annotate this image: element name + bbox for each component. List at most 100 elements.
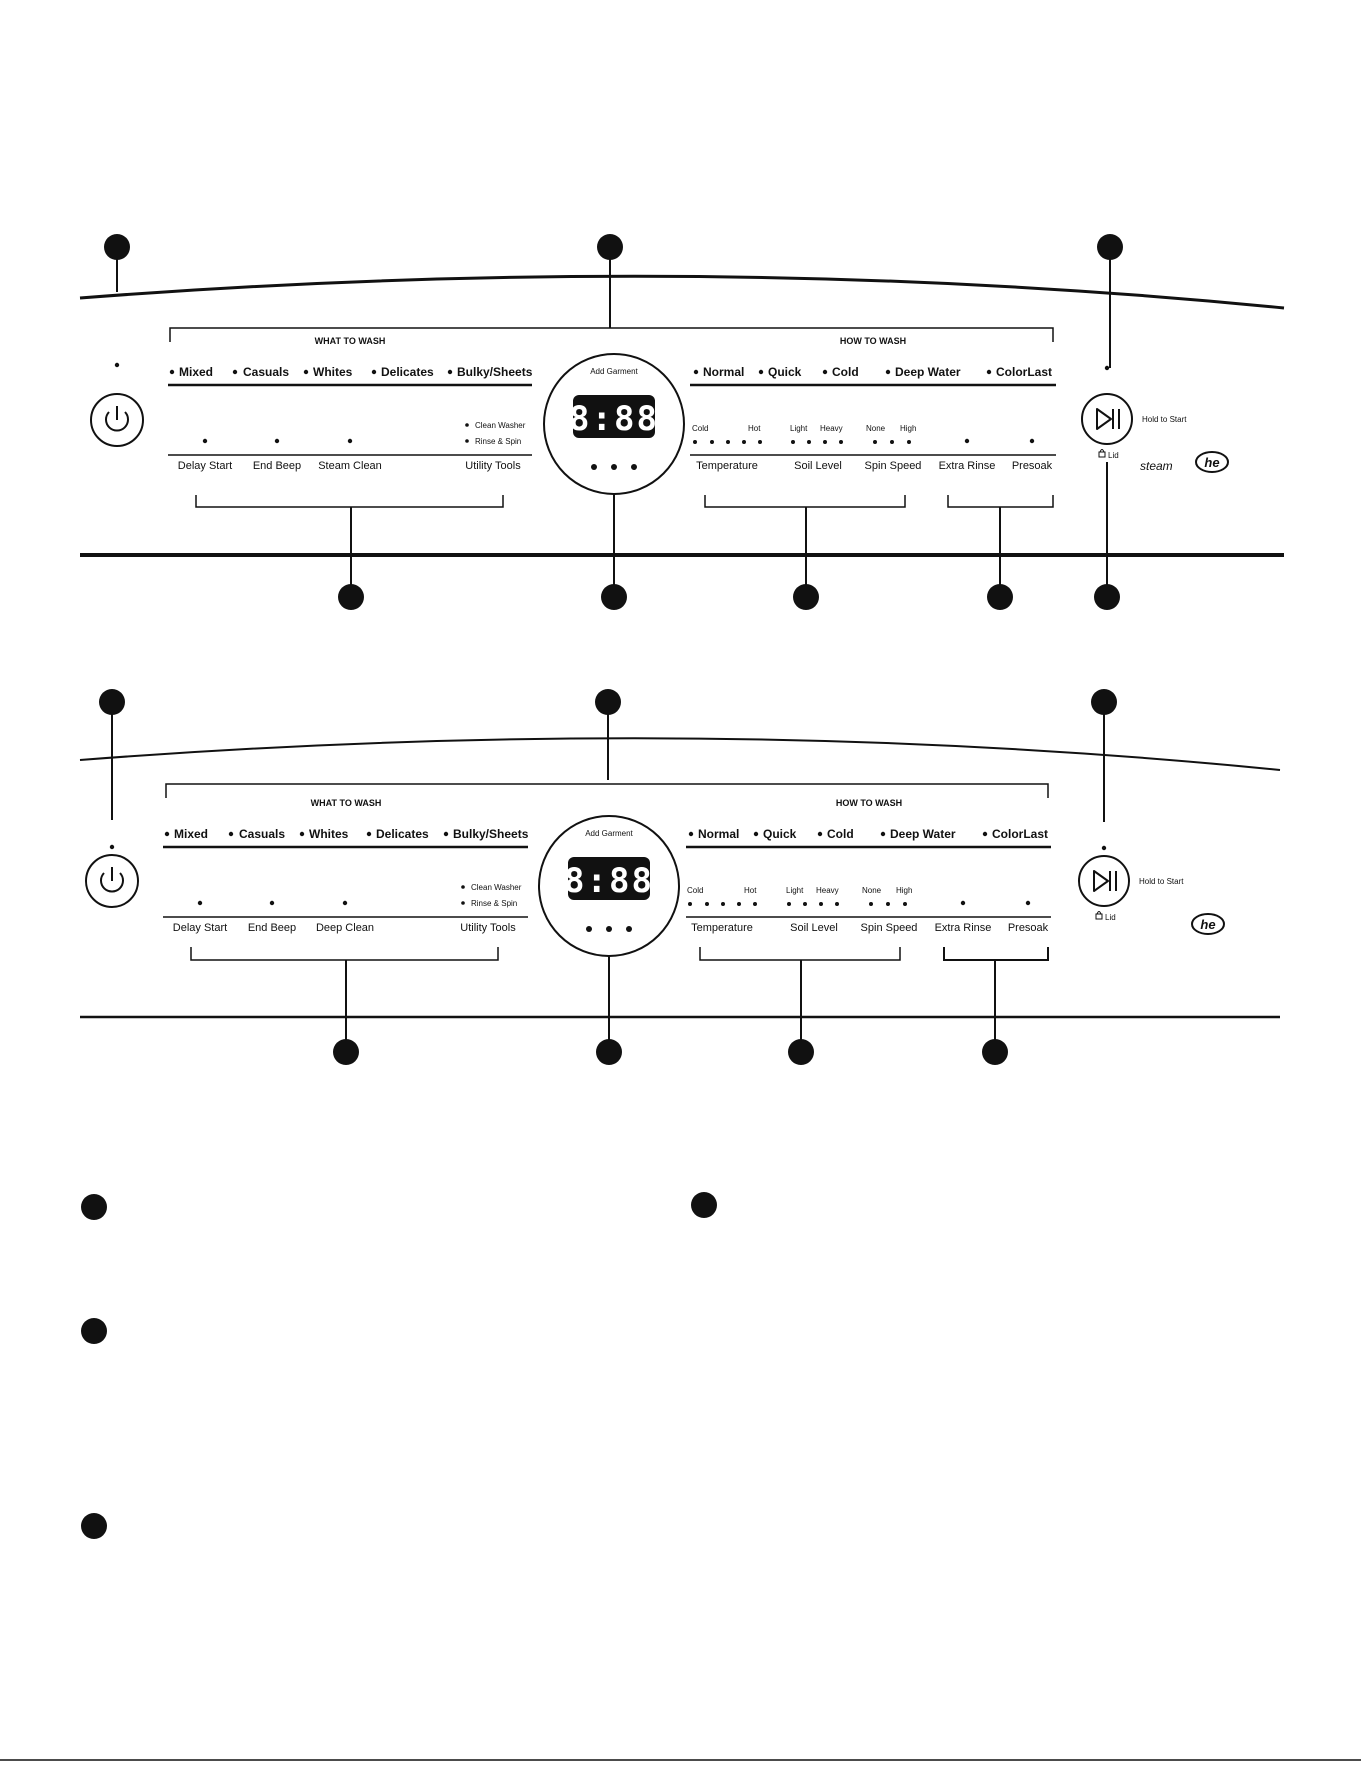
cycle-cold[interactable]: Cold	[832, 365, 859, 379]
option-soil-level[interactable]: Soil Level	[790, 922, 838, 934]
utility-clean-washer: Clean Washer	[471, 883, 522, 892]
legend-marker	[81, 1318, 107, 1344]
option-utility-tools[interactable]: Utility Tools	[465, 460, 521, 472]
cycle-quick[interactable]: Quick	[768, 365, 802, 379]
power-icon	[105, 406, 129, 432]
soil-range-low: Light	[786, 886, 804, 895]
callout-marker	[597, 234, 623, 260]
hold-to-start-label: Hold to Start	[1142, 415, 1187, 424]
option-deep-clean[interactable]: Deep Clean	[316, 922, 374, 934]
cycle-bulky-sheets[interactable]: Bulky/Sheets	[457, 365, 533, 379]
temperature-leds	[693, 440, 762, 444]
panel-bottom: WHAT TO WASH HOW TO WASH Mixed Casuals W…	[79, 689, 1281, 1065]
cycle-normal[interactable]: Normal	[698, 827, 739, 841]
cycle-colorlast[interactable]: ColorLast	[996, 365, 1052, 379]
how-to-wash-cycles: Normal Quick Cold Deep Water ColorLast	[693, 365, 1052, 379]
cycle-deep-water[interactable]: Deep Water	[890, 827, 956, 841]
option-temperature[interactable]: Temperature	[696, 460, 758, 472]
temp-range-high: Hot	[748, 424, 761, 433]
what-to-wash-cycles: Mixed Casuals Whites Delicates Bulky/She…	[169, 365, 533, 379]
cycle-deep-water[interactable]: Deep Water	[895, 365, 961, 379]
cycle-mixed[interactable]: Mixed	[179, 365, 213, 379]
add-garment-led	[606, 926, 612, 932]
option-temperature[interactable]: Temperature	[691, 922, 753, 934]
legend-marker	[81, 1194, 107, 1220]
svg-text:he: he	[1200, 917, 1215, 932]
callout-marker	[788, 1039, 814, 1065]
lid-label: Lid	[1105, 913, 1116, 922]
hold-to-start-label: Hold to Start	[1139, 877, 1184, 886]
soil-range-low: Light	[790, 424, 808, 433]
callout-marker	[1094, 584, 1120, 610]
cycle-whites[interactable]: Whites	[309, 827, 349, 841]
cycle-colorlast[interactable]: ColorLast	[992, 827, 1048, 841]
option-extra-rinse[interactable]: Extra Rinse	[939, 460, 996, 472]
spin-leds	[873, 440, 911, 444]
option-end-beep[interactable]: End Beep	[253, 460, 301, 472]
panel-top-edge	[79, 274, 1285, 310]
spin-leds	[869, 902, 907, 906]
start-pause-button[interactable]	[1081, 393, 1133, 445]
cycle-delicates[interactable]: Delicates	[381, 365, 434, 379]
add-garment-label: Add Garment	[590, 367, 638, 376]
how-to-wash-header: HOW TO WASH	[840, 336, 906, 346]
utility-clean-washer: Clean Washer	[475, 421, 526, 430]
callout-marker	[99, 689, 125, 715]
callout-marker	[333, 1039, 359, 1065]
option-extra-rinse[interactable]: Extra Rinse	[935, 922, 992, 934]
spin-range-low: None	[866, 424, 886, 433]
time-display-digits: 8:88	[564, 861, 654, 901]
what-to-wash-header: WHAT TO WASH	[315, 336, 386, 346]
panel-top: WHAT TO WASH HOW TO WASH Mixed Casuals W…	[79, 234, 1285, 610]
time-display	[573, 395, 655, 438]
add-garment-led	[591, 464, 597, 470]
cycle-whites[interactable]: Whites	[313, 365, 353, 379]
svg-text:he: he	[1204, 455, 1219, 470]
lid-lock-icon	[1095, 911, 1103, 920]
option-end-beep[interactable]: End Beep	[248, 922, 296, 934]
option-presoak[interactable]: Presoak	[1012, 460, 1053, 472]
start-pause-button[interactable]	[1078, 855, 1130, 907]
option-delay-start[interactable]: Delay Start	[173, 922, 227, 934]
option-soil-level[interactable]: Soil Level	[794, 460, 842, 472]
play-pause-icon	[1096, 408, 1120, 430]
callout-marker	[601, 584, 627, 610]
soil-leds	[787, 902, 839, 906]
cycle-casuals[interactable]: Casuals	[243, 365, 289, 379]
what-to-wash-cycles: Mixed Casuals Whites Delicates Bulky/She…	[164, 827, 529, 841]
cycle-quick[interactable]: Quick	[763, 827, 797, 841]
soil-range-high: Heavy	[820, 424, 843, 433]
callout-marker	[104, 234, 130, 260]
option-spin-speed[interactable]: Spin Speed	[865, 460, 922, 472]
add-garment-led	[611, 464, 617, 470]
soil-range-high: Heavy	[816, 886, 839, 895]
callout-marker	[596, 1039, 622, 1065]
play-pause-icon	[1093, 870, 1117, 892]
option-spin-speed[interactable]: Spin Speed	[861, 922, 918, 934]
how-to-wash-header: HOW TO WASH	[836, 798, 902, 808]
cycle-mixed[interactable]: Mixed	[174, 827, 208, 841]
cycle-cold[interactable]: Cold	[827, 827, 854, 841]
time-display	[568, 857, 650, 900]
utility-rinse-spin: Rinse & Spin	[475, 437, 521, 446]
option-delay-start[interactable]: Delay Start	[178, 460, 232, 472]
how-to-wash-cycles: Normal Quick Cold Deep Water ColorLast	[688, 827, 1048, 841]
cycle-bulky-sheets[interactable]: Bulky/Sheets	[453, 827, 529, 841]
option-presoak[interactable]: Presoak	[1008, 922, 1049, 934]
temp-range-low: Cold	[692, 424, 708, 433]
callout-marker	[1091, 689, 1117, 715]
cycle-normal[interactable]: Normal	[703, 365, 744, 379]
cycle-delicates[interactable]: Delicates	[376, 827, 429, 841]
add-garment-led	[626, 926, 632, 932]
option-utility-tools[interactable]: Utility Tools	[460, 922, 516, 934]
callout-marker	[595, 689, 621, 715]
callout-marker	[793, 584, 819, 610]
callout-marker	[1097, 234, 1123, 260]
spin-range-low: None	[862, 886, 882, 895]
cycle-casuals[interactable]: Casuals	[239, 827, 285, 841]
he-logo: he	[1195, 451, 1229, 473]
spin-range-high: High	[896, 886, 912, 895]
add-garment-led	[631, 464, 637, 470]
option-steam-clean[interactable]: Steam Clean	[318, 460, 382, 472]
